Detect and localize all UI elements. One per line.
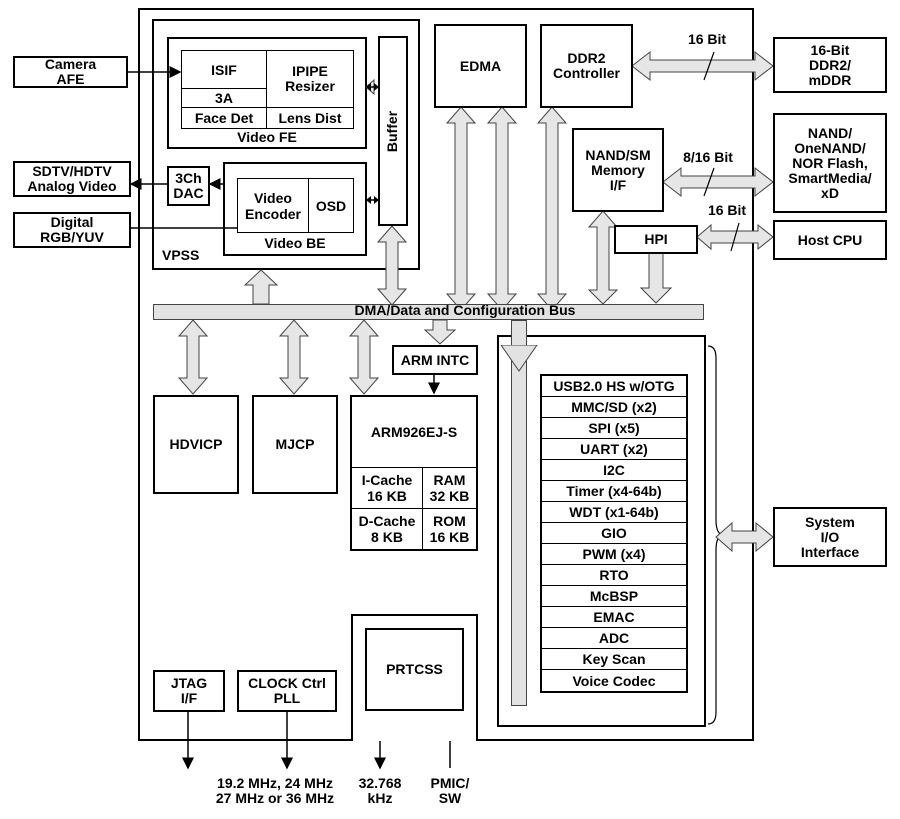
system-io-box: System I/O Interface bbox=[773, 507, 887, 567]
osd-cell: OSD bbox=[308, 178, 354, 233]
nand-arrow bbox=[662, 166, 774, 198]
peripheral-item: Timer (x4-64b) bbox=[542, 481, 686, 502]
video-be-label: Video BE bbox=[264, 235, 326, 251]
icache-cell: I-Cache 16 KB bbox=[351, 467, 423, 509]
nand-width-label: 8/16 Bit bbox=[683, 149, 733, 165]
arm-intc-box: ARM INTC bbox=[392, 345, 478, 375]
vpss-label: VPSS bbox=[162, 247, 200, 263]
bus-slashes bbox=[703, 51, 740, 252]
arm-arrow bbox=[348, 319, 380, 395]
dma-bus-bar bbox=[153, 304, 704, 320]
peripheral-item: Voice Codec bbox=[572, 672, 656, 689]
ddr-width-label: 16 Bit bbox=[687, 31, 727, 47]
arm-title: ARM926EJ-S bbox=[370, 424, 458, 440]
clock-freq-label: 19.2 MHz, 24 MHz 27 MHz or 36 MHz bbox=[215, 775, 335, 806]
peripheral-item: ADC bbox=[542, 628, 686, 649]
camera-afe-box: Camera AFE bbox=[13, 56, 128, 88]
sysio-arrow bbox=[715, 521, 774, 553]
video-be-outline bbox=[223, 162, 367, 256]
ddr-vert-arrow bbox=[536, 106, 568, 311]
vpss-outline bbox=[152, 19, 420, 270]
ddr-memory-box: 16-Bit DDR2/ mDDR bbox=[773, 37, 887, 93]
video-encoder-cell: Video Encoder bbox=[237, 178, 309, 233]
host-cpu-box: Host CPU bbox=[773, 220, 887, 260]
video-fe-outline bbox=[167, 37, 367, 149]
hdvicp-box: HDVICP bbox=[153, 395, 239, 494]
peripheral-item: Key Scan bbox=[542, 649, 686, 670]
jtag-box: JTAG I/F bbox=[153, 670, 225, 712]
dcache-cell: D-Cache 8 KB bbox=[351, 508, 423, 550]
edma-arrow-2 bbox=[486, 106, 518, 311]
mjcp-arrow bbox=[278, 319, 310, 395]
rtc-freq-label: 32.768 kHz bbox=[358, 775, 402, 806]
pmic-label: PMIC/ SW bbox=[430, 775, 470, 806]
vpss-up-arrow bbox=[243, 269, 279, 305]
edma-box: EDMA bbox=[434, 24, 527, 108]
buffer-vert-arrow bbox=[376, 225, 408, 306]
peripheral-item: USB2.0 HS w/OTG bbox=[542, 376, 686, 397]
ddr-arrow bbox=[631, 50, 774, 82]
mjcp-box: MJCP bbox=[252, 395, 338, 494]
video-fe-label: Video FE bbox=[237, 129, 297, 145]
peripheral-item: RTO bbox=[542, 565, 686, 586]
hdvicp-arrow bbox=[177, 319, 209, 395]
peripheral-outline bbox=[497, 335, 706, 727]
small-arrows bbox=[128, 66, 456, 770]
peripheral-item: I2C bbox=[542, 460, 686, 481]
peripheral-item: EMAC bbox=[542, 607, 686, 628]
ram-cell: RAM 32 KB bbox=[422, 467, 477, 509]
hpi-width-label: 16 Bit bbox=[707, 202, 747, 218]
peripheral-item: SPI (x5) bbox=[542, 418, 686, 439]
peripheral-item: WDT (x1-64b) bbox=[542, 502, 686, 523]
face-det-cell: Face Det bbox=[181, 107, 267, 129]
peripheral-bus-bar bbox=[511, 320, 527, 706]
digital-rgb-box: Digital RGB/YUV bbox=[13, 212, 131, 248]
ipipe-cell: IPIPE Resizer bbox=[266, 50, 354, 108]
hpi-box: HPI bbox=[614, 225, 698, 254]
peripheral-item: GIO bbox=[542, 523, 686, 544]
buffer-label: Buffer bbox=[384, 110, 401, 152]
nand-memory-box: NAND/ OneNAND/ NOR Flash, SmartMedia/ xD bbox=[773, 113, 887, 213]
ddr2-controller-box: DDR2 Controller bbox=[540, 24, 633, 108]
peripheral-item: MMC/SD (x2) bbox=[542, 397, 686, 418]
peripheral-bus-head bbox=[500, 345, 538, 372]
peripheral-item: UART (x2) bbox=[542, 439, 686, 460]
peripheral-item: PWM (x4) bbox=[542, 544, 686, 565]
prtcss-box: PRTCSS bbox=[365, 628, 464, 711]
sdtv-box: SDTV/HDTV Analog Video bbox=[13, 161, 131, 197]
mini-heads bbox=[366, 83, 379, 204]
nand-vert-arrow bbox=[587, 210, 619, 305]
dma-bus-label: DMA/Data and Configuration Bus bbox=[354, 302, 576, 318]
nand-if-box: NAND/SM Memory I/F bbox=[572, 128, 664, 212]
dac-box: 3Ch DAC bbox=[167, 166, 210, 206]
clock-pll-box: CLOCK Ctrl PLL bbox=[237, 670, 337, 712]
buffer-box: Buffer bbox=[378, 36, 408, 226]
rom-cell: ROM 16 KB bbox=[422, 508, 477, 550]
edma-arrow-1 bbox=[445, 106, 477, 311]
3a-cell: 3A bbox=[181, 88, 267, 108]
peripheral-item: McBSP bbox=[542, 586, 686, 607]
hpi-vert-arrow bbox=[639, 252, 673, 304]
lens-dist-cell: Lens Dist bbox=[266, 107, 354, 129]
intc-arrow bbox=[423, 319, 457, 345]
isif-cell: ISIF bbox=[181, 50, 267, 89]
